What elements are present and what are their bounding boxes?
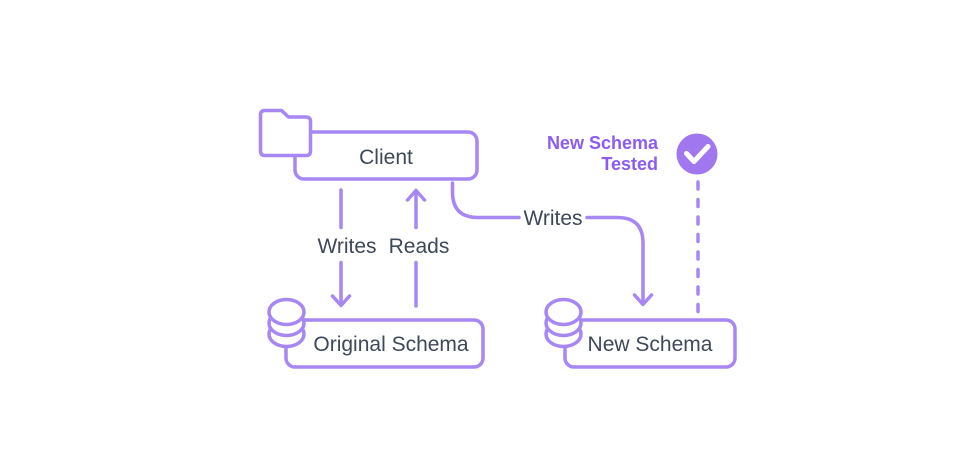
client-node: Client <box>258 108 479 181</box>
check-icon <box>684 144 711 164</box>
original-schema-node: Original Schema <box>267 297 485 369</box>
writes-new-curve-left <box>450 181 521 220</box>
writes-new-edge-label: Writes <box>523 207 582 230</box>
arrow-client-writes-new: Writes <box>450 181 654 307</box>
reads-edge-label: Reads <box>389 235 450 258</box>
writes-edge-label: Writes <box>317 235 376 258</box>
arrow-client-writes-original: Writes <box>317 188 377 308</box>
annotation-line2: Tested <box>601 154 658 174</box>
check-badge <box>676 133 718 175</box>
arrowhead-down-icon <box>330 294 352 308</box>
folder-icon <box>258 108 313 158</box>
new-schema-label: New Schema <box>588 333 713 356</box>
client-node-label: Client <box>359 146 413 169</box>
annotation-line1: New Schema <box>547 133 659 153</box>
writes-new-curve-right <box>585 215 645 306</box>
database-icon <box>544 297 583 349</box>
new-schema-tested-annotation: New Schema Tested <box>547 133 718 320</box>
original-schema-label: Original Schema <box>313 333 469 356</box>
new-schema-node: New Schema <box>544 297 737 369</box>
arrowhead-down-icon <box>632 293 654 307</box>
database-icon <box>267 297 306 349</box>
arrow-client-reads-original: Reads <box>389 188 450 308</box>
